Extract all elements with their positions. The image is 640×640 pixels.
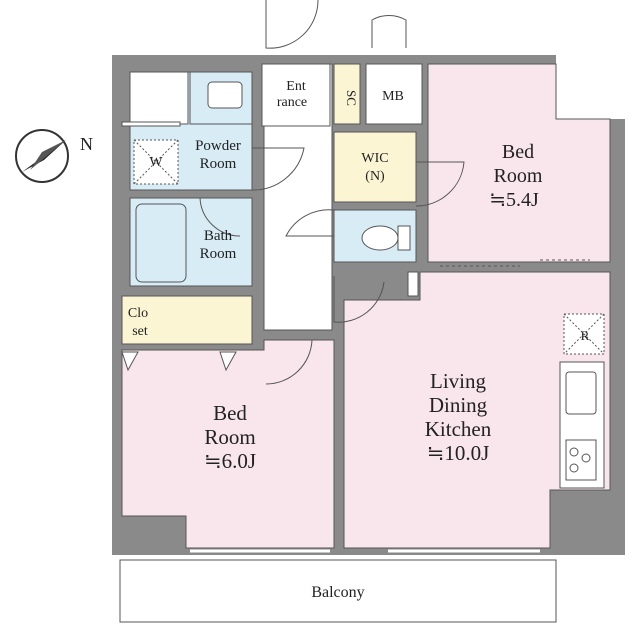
wic-door-swing bbox=[415, 161, 465, 207]
powder-door-swing bbox=[251, 147, 305, 191]
cooktop bbox=[565, 439, 597, 481]
bedroom-small-label-3: ≒5.4J bbox=[489, 189, 539, 211]
toilet-tank bbox=[397, 225, 411, 251]
bedroom-large bbox=[121, 339, 335, 549]
bedroom-small bbox=[427, 63, 611, 263]
balcony bbox=[119, 559, 557, 623]
closet-label-2: set bbox=[132, 324, 148, 339]
mb-door-swing bbox=[371, 14, 407, 48]
bathtub bbox=[135, 203, 187, 283]
bedroom-door-swing bbox=[265, 339, 313, 385]
fridge-x2 bbox=[563, 313, 605, 355]
pillar-notch bbox=[407, 271, 419, 297]
entrance-label-1: Ent bbox=[286, 79, 306, 94]
toilet-bowl bbox=[361, 225, 399, 251]
kitchen-sink bbox=[565, 371, 597, 415]
bath-room-label-1: Bath bbox=[204, 228, 233, 244]
ldk-label-1: Living bbox=[430, 369, 486, 393]
bedroom-small-label-1: Bed bbox=[502, 141, 534, 163]
bath-room-label-2: Room bbox=[200, 246, 237, 262]
washer-pan bbox=[133, 139, 179, 185]
burner bbox=[581, 453, 591, 463]
ldk-label-4: ≒10.0J bbox=[427, 441, 490, 465]
closet bbox=[121, 295, 253, 345]
powder-room-label-2: Room bbox=[200, 156, 237, 172]
shoe-cabinet bbox=[333, 63, 361, 125]
mb-label: MB bbox=[382, 89, 404, 104]
compass-north-icon: N bbox=[15, 129, 93, 183]
closet-label-1: Clo bbox=[128, 306, 148, 321]
sc-label: SC bbox=[344, 90, 359, 106]
toilet-door-swing bbox=[285, 209, 335, 237]
closet-door-swing bbox=[219, 351, 237, 372]
ldk-label-3: Kitchen bbox=[425, 417, 492, 441]
living-dining-kitchen bbox=[343, 271, 611, 549]
bedroom-small-label-2: Room bbox=[494, 165, 543, 187]
meter-box bbox=[365, 63, 423, 125]
bath-door-swing bbox=[199, 197, 241, 237]
bedroom-large-label-1: Bed bbox=[213, 401, 247, 425]
walk-in-closet bbox=[333, 131, 417, 203]
ldk-door-swing bbox=[333, 276, 385, 323]
ldk-label-2: Dining bbox=[429, 393, 488, 417]
closet-door-swing bbox=[121, 351, 139, 372]
wic-label-1: WIC bbox=[361, 151, 388, 166]
burner bbox=[569, 463, 579, 473]
refrigerator-label: R bbox=[581, 328, 590, 343]
bedroom-large-label-3: ≒6.0J bbox=[204, 449, 256, 473]
powder-room-corridor-gap bbox=[129, 71, 189, 125]
balcony-label: Balcony bbox=[311, 584, 364, 601]
burner bbox=[569, 447, 579, 457]
entrance-label-2: rance bbox=[277, 95, 307, 110]
powder-room-label-1: Powder bbox=[195, 138, 241, 154]
entrance-area bbox=[261, 63, 331, 127]
entrance-door-swing bbox=[265, 0, 319, 49]
washer-label: W bbox=[149, 155, 163, 170]
wic-label-2: (N) bbox=[365, 169, 385, 184]
sink-bowl bbox=[207, 81, 243, 109]
towel-bar bbox=[121, 121, 181, 127]
compass-label: N bbox=[80, 134, 93, 154]
bedroom-large-label-2: Room bbox=[204, 425, 255, 449]
exterior-recess bbox=[556, 55, 626, 119]
